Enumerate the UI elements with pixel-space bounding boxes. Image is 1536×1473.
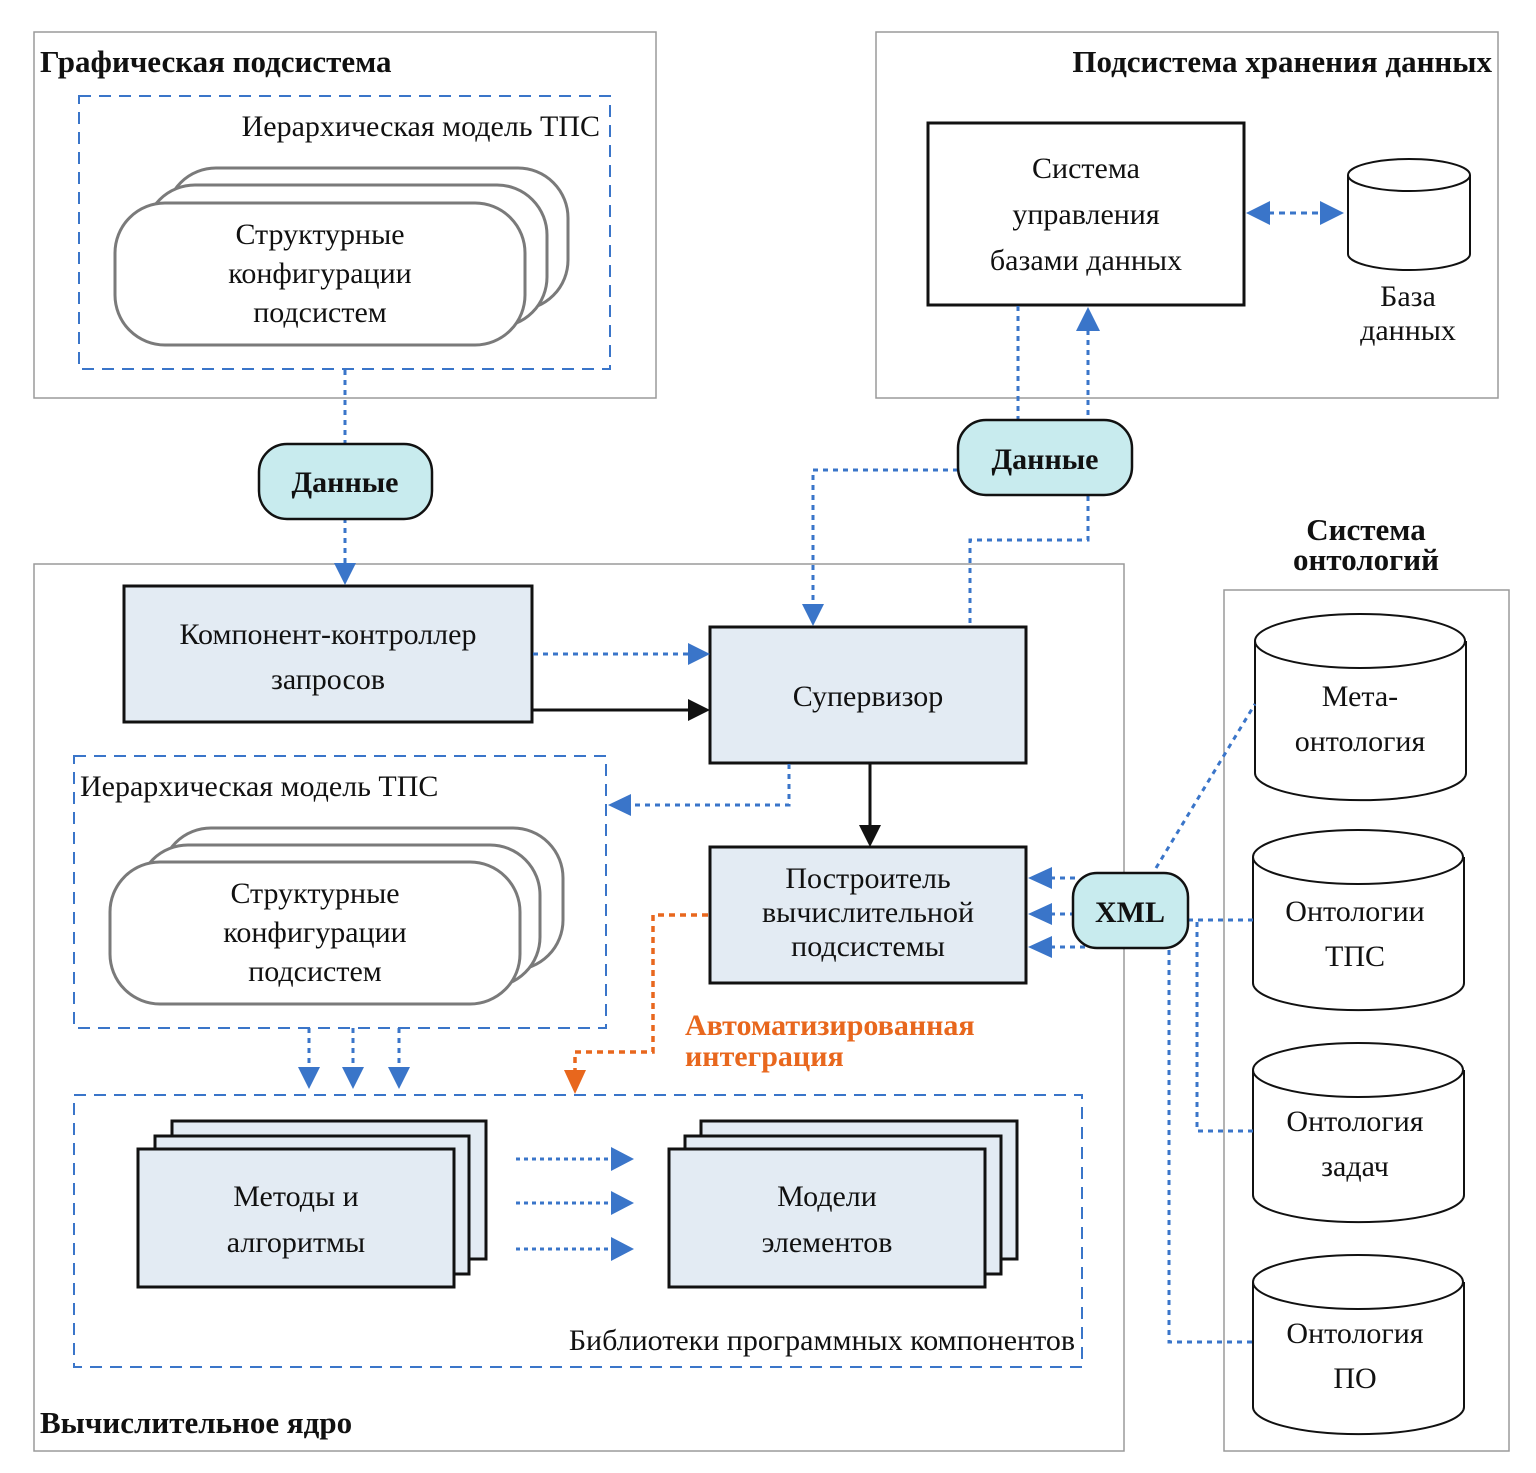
subsystem-builder-box: [708, 845, 1028, 985]
stack-card-front: [667, 1147, 987, 1289]
graphics-to-controller-connector: [334, 370, 356, 585]
data-badge-left: Данные: [257, 442, 434, 521]
models-line-1: Модели: [777, 1180, 877, 1213]
stack-card-front: [113, 201, 527, 347]
builder-line-2: вычислительной: [762, 896, 974, 929]
tps-ontology-cylinder-icon: [1252, 829, 1465, 1012]
stack-line-1: Структурные: [235, 218, 404, 251]
auto-integration-line-1: Автоматизированная: [685, 1009, 975, 1042]
stack-line-3: подсистем: [248, 955, 382, 988]
software-ontology-line-1: Онтология: [1286, 1317, 1423, 1350]
database-line-1: База: [1380, 280, 1436, 313]
software-ontology-line-2: ПО: [1333, 1362, 1376, 1395]
core-hierarchy-model-frame: [73, 755, 607, 1029]
methods-line-2: алгоритмы: [227, 1226, 365, 1259]
stack-line-3: подсистем: [253, 296, 387, 329]
tps-ontology-line-1: Онтологии: [1285, 895, 1424, 928]
models-line-2: элементов: [762, 1226, 893, 1259]
dbms-box: [926, 121, 1246, 307]
ontology-system-panel: Система онтологий Мета- онтология Онтоло…: [1223, 512, 1510, 1452]
methods-stack: Методы и алгоритмы: [136, 1119, 488, 1289]
xml-connectors: [1028, 703, 1257, 1344]
hierarchy-to-libraries-arrows: [298, 1028, 410, 1089]
supervisor-label: Супервизор: [793, 680, 944, 713]
graphics-subsystem-panel: Графическая подсистема Иерархическая мод…: [33, 31, 657, 399]
ontology-system-title-line-1: Система: [1306, 512, 1426, 547]
methods-to-models-arrows: [516, 1147, 634, 1261]
stack-card-front: [136, 1147, 456, 1289]
graphics-hierarchy-model-frame: [78, 95, 611, 370]
builder-line-1: Построитель: [785, 862, 950, 895]
stack-line-2: конфигурации: [223, 916, 406, 949]
methods-line-1: Методы и: [233, 1180, 358, 1213]
models-stack: Модели элементов: [667, 1119, 1019, 1289]
request-controller-line-2: запросов: [271, 663, 385, 696]
graphics-hierarchy-model-label: Иерархическая модель ТПС: [242, 110, 600, 143]
stack-card-front: [108, 860, 522, 1006]
compute-core-panel: Вычислительное ядро Компонент-контроллер…: [33, 563, 1125, 1452]
software-ontology-cylinder-icon: [1252, 1254, 1465, 1436]
supervisor-outgoing-arrows: [608, 764, 881, 847]
database-cylinder-icon: [1347, 158, 1471, 271]
xml-badge: XML: [1071, 871, 1190, 950]
storage-subsystem-panel: Подсистема хранения данных Система управ…: [875, 31, 1499, 399]
dbms-line-1: Система: [1032, 152, 1140, 185]
dbms-line-2: управления: [1012, 198, 1160, 231]
builder-line-3: подсистемы: [791, 930, 945, 963]
core-structural-config-stack: Структурные конфигурации подсистем: [108, 826, 565, 1006]
dbms-database-bidirectional-arrow: [1246, 201, 1344, 225]
stack-line-2: конфигурации: [228, 257, 411, 290]
dbms-line-3: базами данных: [990, 244, 1182, 277]
auto-integration-arrow: [564, 913, 708, 1094]
xml-badge-label: XML: [1095, 896, 1165, 929]
core-hierarchy-model-label: Иерархическая модель ТПС: [80, 770, 438, 803]
request-controller-line-1: Компонент-контроллер: [180, 618, 477, 651]
supervisor-box: [708, 625, 1028, 765]
graphics-structural-config-stack: Структурные конфигурации подсистем: [113, 166, 570, 347]
database-line-2: данных: [1360, 314, 1456, 347]
data-badge-right-label: Данные: [992, 443, 1099, 476]
meta-ontology-line-1: Мета-: [1322, 680, 1398, 713]
data-badge-right: Данные: [956, 418, 1134, 497]
ontology-system-title-line-2: онтологий: [1293, 542, 1439, 577]
meta-ontology-line-2: онтология: [1295, 725, 1426, 758]
stack-line-1: Структурные: [230, 877, 399, 910]
libraries-frame: [73, 1094, 1083, 1368]
auto-integration-line-2: интеграция: [685, 1040, 844, 1073]
request-controller-box: [122, 584, 534, 724]
tps-ontology-line-2: ТПС: [1325, 940, 1385, 973]
task-ontology-cylinder-icon: [1252, 1042, 1465, 1224]
task-ontology-line-2: задач: [1321, 1150, 1389, 1183]
storage-subsystem-title: Подсистема хранения данных: [1072, 44, 1492, 79]
meta-ontology-cylinder-icon: [1254, 613, 1467, 802]
task-ontology-line-1: Онтология: [1286, 1105, 1423, 1138]
compute-core-title: Вычислительное ядро: [40, 1405, 352, 1440]
storage-data-connectors: [802, 306, 1100, 627]
data-badge-left-label: Данные: [292, 466, 399, 499]
graphics-subsystem-title: Графическая подсистема: [40, 44, 392, 79]
libraries-label: Библиотеки программных компонентов: [569, 1324, 1075, 1357]
controller-to-supervisor-arrows: [533, 643, 710, 721]
